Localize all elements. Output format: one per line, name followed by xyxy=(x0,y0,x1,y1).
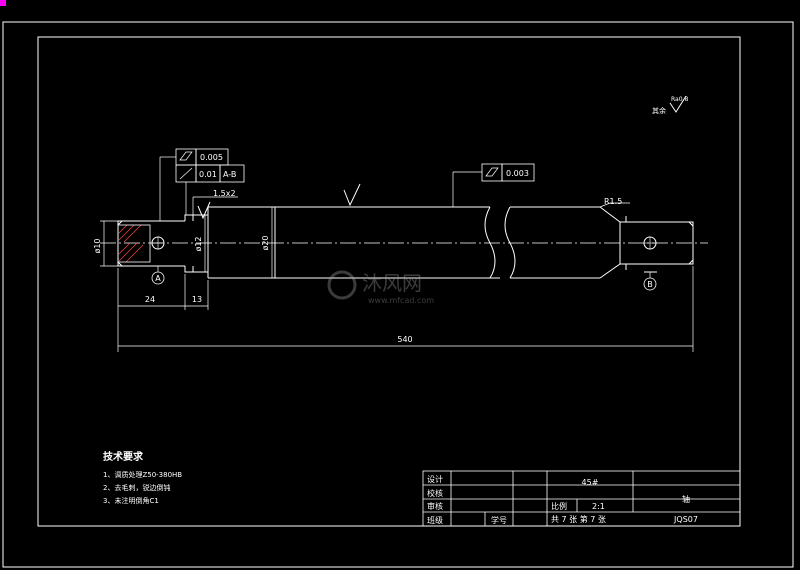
tech-requirements: 技术要求 1、调质处理Z50-380HB 2、去毛刺，锐边倒钝 3、未注明倒角C… xyxy=(103,450,182,505)
datum-a-marker: A xyxy=(151,265,165,285)
tb-design-label: 设计 xyxy=(427,474,443,484)
dim-len-total: 540 xyxy=(397,335,412,344)
tolerance-frame-cylindricity-right: 0.003 xyxy=(481,163,535,182)
cylindricity-icon-right xyxy=(485,167,499,177)
watermark-brand: 沐风网 xyxy=(362,271,422,295)
dim-dia-shoulder: ø12 xyxy=(194,236,203,251)
diameter-dimension-lines xyxy=(100,207,273,278)
tb-material: 45# xyxy=(582,478,599,487)
left-end-segment xyxy=(117,220,185,267)
tb-sheets: 共 7 张 第 7 张 xyxy=(551,514,606,524)
tolerance-value-1: 0.005 xyxy=(200,153,223,162)
surface-finish-value: Ra0.8 xyxy=(671,96,688,103)
tb-drawing-no: JQS07 xyxy=(673,515,698,524)
outer-frame xyxy=(2,21,794,568)
tech-requirements-title: 技术要求 xyxy=(103,450,144,463)
left-end-bore xyxy=(117,224,151,263)
watermark-logo-icon xyxy=(327,270,357,300)
datum-b-marker: B xyxy=(643,271,657,291)
dim-len-shoulder: 13 xyxy=(192,295,202,304)
right-end-segment xyxy=(599,206,694,279)
surface-finish-icon-shoulder xyxy=(197,201,211,220)
dim-radius: R1.5 xyxy=(604,197,622,206)
runout-arrow-icon xyxy=(179,167,193,180)
tolerance-frame-runout: 0.01 A-B xyxy=(175,164,245,183)
watermark: 沐风网 www.mfcad.com xyxy=(327,270,434,305)
tolerance-frame-cylindricity-left: 0.005 xyxy=(175,148,229,166)
shaft-outline xyxy=(117,206,694,279)
tb-part-name: 轴 xyxy=(682,494,690,504)
surface-finish-other-label: 其余 xyxy=(652,106,666,115)
break-line-left xyxy=(484,206,496,279)
tolerance-value-3: 0.003 xyxy=(506,169,529,178)
tech-requirement-1: 1、调质处理Z50-380HB xyxy=(103,470,182,479)
surface-finish-icon xyxy=(669,95,687,113)
tb-scale-value: 2:1 xyxy=(592,502,605,511)
dim-dia-main: ø20 xyxy=(261,235,270,250)
watermark-url: www.mfcad.com xyxy=(368,296,434,305)
dim-groove: 1.5x2 xyxy=(213,189,236,198)
tech-requirement-3: 3、未注明倒角C1 xyxy=(103,496,159,505)
tb-review-label: 审核 xyxy=(427,501,443,511)
surface-finish-note: 其余 Ra0.8 xyxy=(652,95,688,115)
corner-marker xyxy=(0,0,6,6)
inner-frame xyxy=(37,36,741,527)
tolerance-datum-2: A-B xyxy=(223,170,236,179)
datum-b-label: B xyxy=(647,280,653,289)
tech-requirement-2: 2、去毛刺，锐边倒钝 xyxy=(103,483,170,492)
tolerance-value-2: 0.01 xyxy=(199,170,217,179)
datum-a-label: A xyxy=(155,274,161,283)
tb-student-no-label: 学号 xyxy=(491,515,507,525)
radius-leader xyxy=(599,202,611,208)
cylindricity-icon xyxy=(179,151,193,161)
title-block xyxy=(422,470,741,527)
length-dimension-lines xyxy=(117,266,694,352)
dim-len-left: 24 xyxy=(145,295,155,304)
dim-dia-left: ø10 xyxy=(93,238,102,253)
tb-class-label: 班级 xyxy=(427,515,443,525)
left-end-hatch xyxy=(118,224,144,263)
tb-check-label: 校核 xyxy=(427,488,443,498)
tb-scale-label: 比例 xyxy=(551,501,567,511)
break-line-right xyxy=(504,206,516,279)
surface-finish-icon-main xyxy=(343,183,361,207)
